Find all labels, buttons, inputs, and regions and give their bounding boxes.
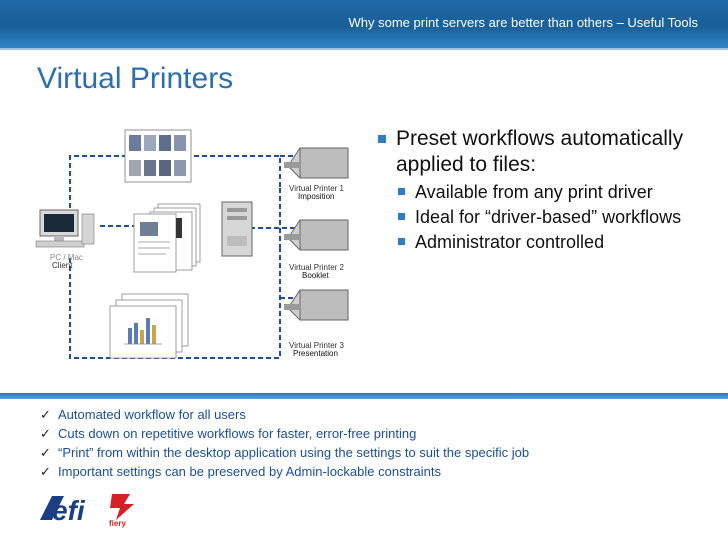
checklist-item-text: “Print” from within the desktop applicat… — [58, 445, 530, 460]
bullet-square-icon — [398, 188, 405, 195]
printer-icon-3 — [284, 289, 349, 321]
bullet-main: Preset workflows automatically applied t… — [378, 126, 718, 178]
printer-1-workflow: Imposition — [298, 192, 334, 201]
checklist-item-text: Important settings can be preserved by A… — [58, 464, 441, 479]
checkmark-icon: ✓ — [40, 464, 51, 479]
sub-bullet: Ideal for “driver-based” workflows — [398, 206, 718, 228]
bullet-main-text: Preset workflows automatically applied t… — [396, 127, 684, 176]
print-server-icon — [221, 201, 253, 257]
booklet-pages-image — [133, 203, 201, 273]
printer-1-name: Virtual Printer 1 — [289, 184, 345, 193]
efi-logo: efi — [40, 495, 86, 526]
client-label-1: PC / Mac — [50, 253, 83, 262]
printer-icon-2 — [284, 219, 349, 251]
slide-title: Virtual Printers — [37, 62, 234, 95]
printer-2-name: Virtual Printer 2 — [289, 263, 345, 272]
client-computer-icon — [35, 209, 95, 248]
sub-bullet-text: Ideal for “driver-based” workflows — [415, 207, 682, 227]
checkmark-icon: ✓ — [40, 407, 51, 422]
printer-3-workflow: Presentation — [293, 349, 338, 358]
sub-bullet-text: Administrator controlled — [415, 232, 605, 252]
right-bullet-list: Preset workflows automatically applied t… — [378, 126, 718, 253]
client-label-2: Client — [52, 261, 73, 270]
printer-2-workflow: Booklet — [302, 271, 329, 280]
section-divider — [0, 393, 728, 399]
bullet-square-icon — [398, 213, 405, 220]
sub-bullet: Available from any print driver — [398, 181, 718, 203]
fiery-logo: fiery — [106, 490, 140, 528]
sub-bullet-text: Available from any print driver — [415, 182, 653, 202]
bullet-square-icon — [398, 238, 405, 245]
checklist-item: ✓ Important settings can be preserved by … — [40, 462, 700, 481]
fiery-logo-text: fiery — [109, 519, 126, 528]
checkmark-icon: ✓ — [40, 445, 51, 460]
checkmark-icon: ✓ — [40, 426, 51, 441]
imposition-sheet-image — [124, 129, 192, 183]
presentation-slides-image — [109, 293, 189, 359]
sub-bullet: Administrator controlled — [398, 231, 718, 253]
checklist-item-text: Automated workflow for all users — [58, 407, 246, 422]
header-bar: Why some print servers are better than o… — [0, 0, 728, 48]
title-divider — [0, 48, 728, 50]
printer-3-name: Virtual Printer 3 — [289, 341, 345, 350]
checklist-item: ✓ “Print” from within the desktop applica… — [40, 443, 700, 462]
checklist-item: ✓ Cuts down on repetitive workflows for f… — [40, 424, 700, 443]
checklist: ✓ Automated workflow for all users ✓ Cuts … — [40, 405, 700, 481]
checklist-item: ✓ Automated workflow for all users — [40, 405, 700, 424]
printer-icon-1 — [284, 147, 349, 179]
bullet-square-icon — [378, 135, 386, 143]
efi-logo-text: efi — [52, 495, 86, 526]
header-title: Why some print servers are better than o… — [348, 15, 698, 30]
checklist-item-text: Cuts down on repetitive workflows for fa… — [58, 426, 417, 441]
virtual-printers-diagram: PC / Mac Client Virtual Printer 1 Imposi… — [35, 129, 349, 359]
